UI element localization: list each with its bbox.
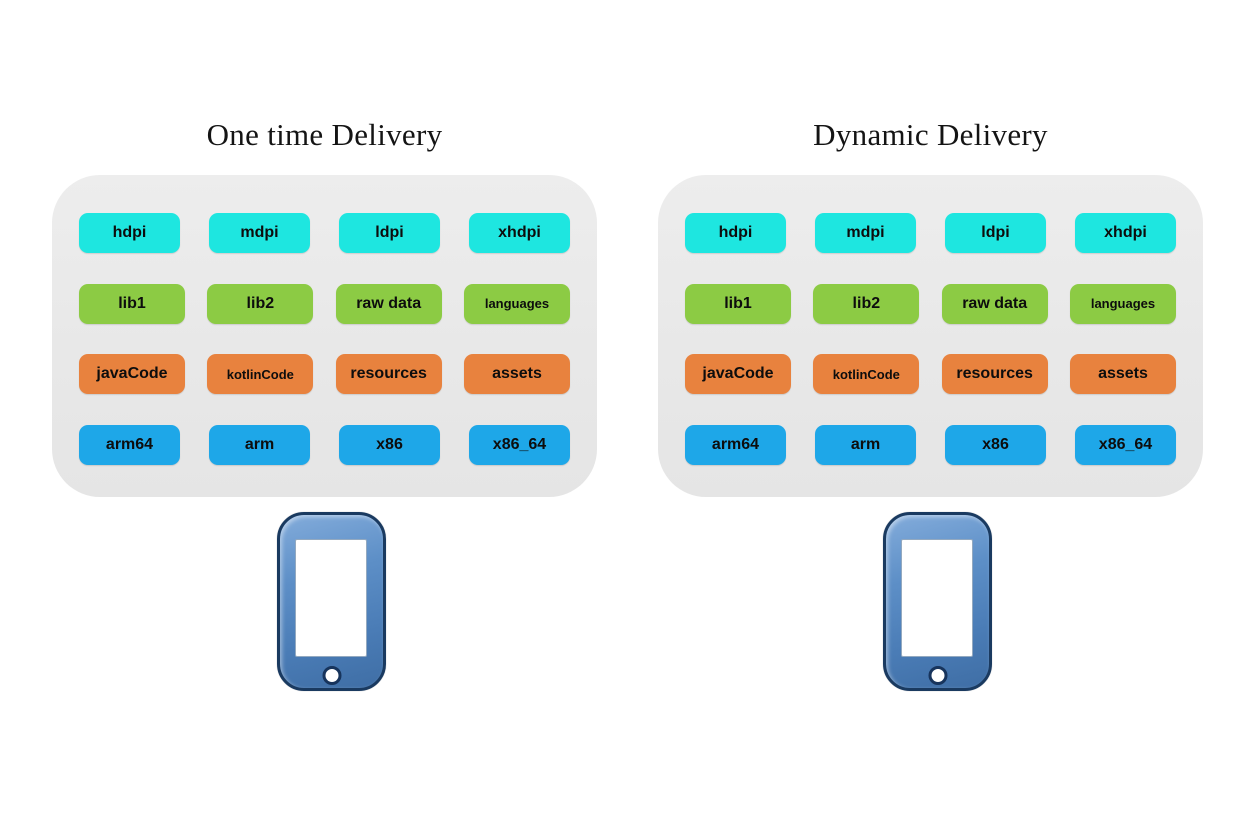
chip-lib1: lib1 bbox=[79, 283, 185, 324]
chip-mdpi: mdpi bbox=[815, 213, 916, 253]
chip-row-abis: arm64 arm x86 x86_64 bbox=[685, 424, 1176, 465]
chip-kotlincode: kotlinCode bbox=[207, 354, 314, 395]
chip-row-libraries: lib1 lib2 raw data languages bbox=[685, 283, 1176, 324]
apk-bundle-box: hdpi mdpi ldpi xhdpi lib1 lib2 raw data … bbox=[658, 175, 1203, 497]
panel-title-dynamic: Dynamic Delivery bbox=[813, 117, 1048, 152]
phone-home-button-icon bbox=[322, 666, 341, 685]
one-time-delivery-panel: One time Delivery hdpi mdpi ldpi xhdpi l… bbox=[52, 0, 597, 840]
chip-javacode: javaCode bbox=[685, 354, 791, 395]
chip-lib1: lib1 bbox=[685, 283, 791, 324]
chip-resources: resources bbox=[941, 354, 1048, 395]
dynamic-delivery-panel: Dynamic Delivery hdpi mdpi ldpi xhdpi li… bbox=[658, 0, 1203, 840]
chip-xhdpi: xhdpi bbox=[469, 213, 570, 253]
chip-x86: x86 bbox=[945, 424, 1046, 465]
chip-lib2: lib2 bbox=[207, 283, 314, 324]
chip-assets: assets bbox=[463, 354, 570, 395]
chip-xhdpi: xhdpi bbox=[1075, 213, 1176, 253]
chip-row-densities: hdpi mdpi ldpi xhdpi bbox=[79, 213, 570, 253]
phone-home-button-icon bbox=[928, 666, 947, 685]
chip-raw-data: raw data bbox=[941, 283, 1048, 324]
chip-arm64: arm64 bbox=[685, 424, 786, 465]
chip-assets: assets bbox=[1069, 354, 1176, 395]
phone-screen bbox=[901, 539, 973, 657]
chip-hdpi: hdpi bbox=[685, 213, 786, 253]
chip-languages: languages bbox=[1069, 283, 1176, 324]
chip-mdpi: mdpi bbox=[209, 213, 310, 253]
chip-languages: languages bbox=[463, 283, 570, 324]
chip-row-abis: arm64 arm x86 x86_64 bbox=[79, 424, 570, 465]
chip-arm64: arm64 bbox=[79, 424, 180, 465]
phone-icon bbox=[883, 512, 992, 691]
chip-ldpi: ldpi bbox=[945, 213, 1046, 253]
chip-row-libraries: lib1 lib2 raw data languages bbox=[79, 283, 570, 324]
chip-arm: arm bbox=[815, 424, 916, 465]
phone-screen bbox=[295, 539, 367, 657]
chip-javacode: javaCode bbox=[79, 354, 185, 395]
chip-row-densities: hdpi mdpi ldpi xhdpi bbox=[685, 213, 1176, 253]
chip-arm: arm bbox=[209, 424, 310, 465]
chip-ldpi: ldpi bbox=[339, 213, 440, 253]
apk-bundle-box: hdpi mdpi ldpi xhdpi lib1 lib2 raw data … bbox=[52, 175, 597, 497]
phone-icon bbox=[277, 512, 386, 691]
chip-raw-data: raw data bbox=[335, 283, 442, 324]
chip-x86-64: x86_64 bbox=[1075, 424, 1176, 465]
chip-resources: resources bbox=[335, 354, 442, 395]
chip-row-code: javaCode kotlinCode resources assets bbox=[685, 354, 1176, 395]
chip-x86: x86 bbox=[339, 424, 440, 465]
chip-x86-64: x86_64 bbox=[469, 424, 570, 465]
chip-kotlincode: kotlinCode bbox=[813, 354, 920, 395]
chip-lib2: lib2 bbox=[813, 283, 920, 324]
panel-title-one-time: One time Delivery bbox=[206, 117, 443, 152]
chip-row-code: javaCode kotlinCode resources assets bbox=[79, 354, 570, 395]
chip-hdpi: hdpi bbox=[79, 213, 180, 253]
